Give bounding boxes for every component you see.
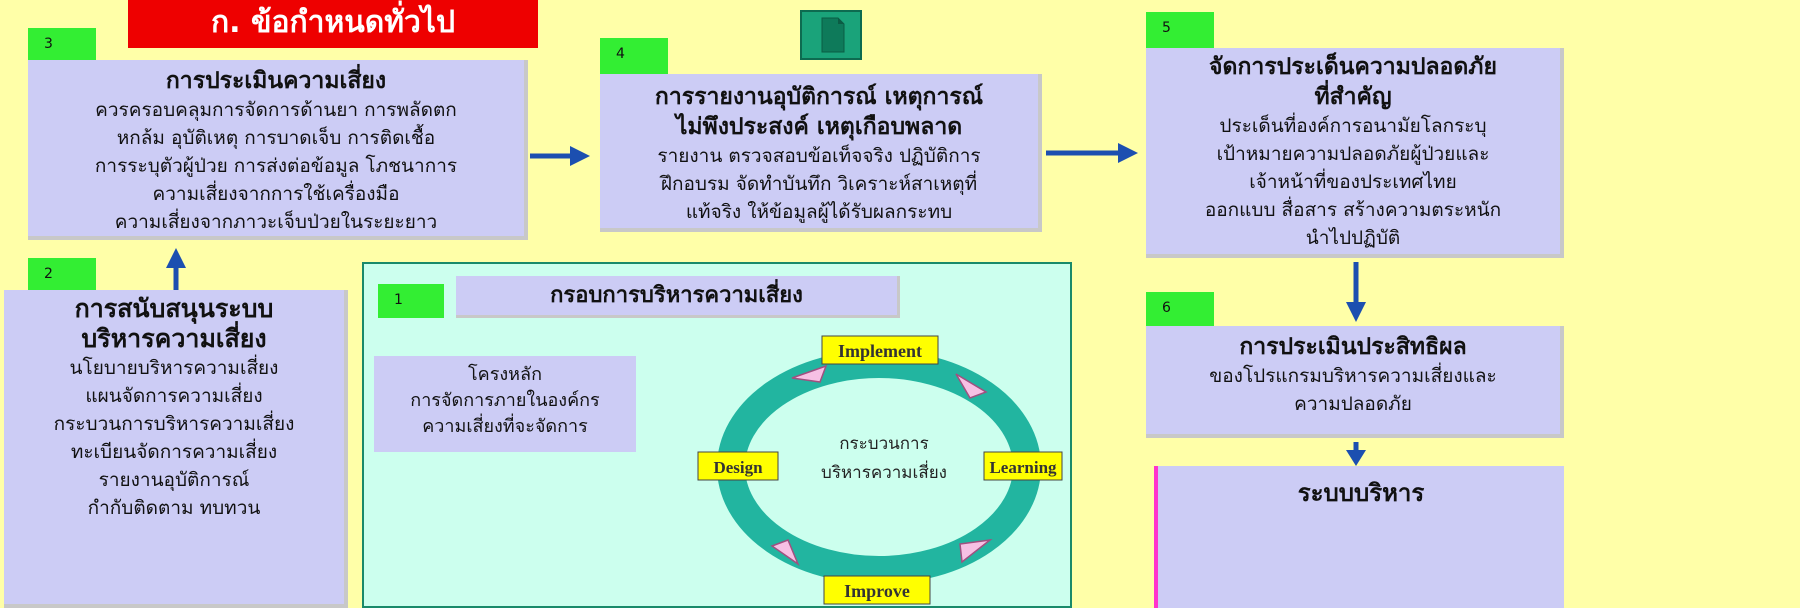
cycle-arrow (791, 364, 828, 383)
cycle-center-line: บริหารความเสี่ยง (821, 460, 947, 483)
text-line: รายงานอุบัติการณ์ (98, 469, 250, 491)
text-line: ความเสี่ยงจากการใช้เครื่องมือ (152, 183, 400, 205)
cycle-center-line: กระบวนการ (839, 434, 928, 454)
effectiveness-title: การประเมินประสิทธิผล (1239, 334, 1467, 360)
cycle-arrow (955, 373, 988, 399)
text-line: การจัดการภายในองค์กร (410, 390, 600, 411)
step-number-4: 4 (600, 38, 668, 74)
text-line: เจ้าหน้าที่ของประเทศไทย (1249, 171, 1457, 193)
arrow-5-to-6-head (1346, 302, 1366, 322)
arrow-6-to-system-head (1346, 450, 1366, 466)
risk-system-box: ระบบบริหาร (1154, 466, 1564, 608)
risk-system-title: ระบบบริหาร (1297, 479, 1425, 507)
safety-issues-title-line: ที่สำคัญ (1314, 84, 1392, 110)
cycle-label-left: Design (713, 458, 763, 477)
risk-assessment-title: การประเมินความเสี่ยง (165, 68, 387, 94)
text-line: ออกแบบ สื่อสาร สร้างความตระหนัก (1204, 199, 1502, 221)
text-line: ฝึกอบรม จัดทำบันทึก วิเคราะห์สาเหตุที่ (660, 173, 978, 195)
cycle-label-right: Learning (989, 458, 1057, 477)
framework-title: กรอบการบริหารความเสี่ยง (550, 283, 803, 308)
step-number-6: 6 (1146, 292, 1214, 326)
structure-box: โครงหลัก การจัดการภายในองค์กร ความเสี่ยง… (374, 356, 636, 452)
risk-support-box: การสนับสนุนระบบ บริหารความเสี่ยง นโยบายบ… (4, 290, 348, 608)
step-number-5: 5 (1146, 12, 1214, 48)
text-line: รายงาน ตรวจสอบข้อเท็จจริง ปฏิบัติการ (657, 145, 981, 167)
document-icon (800, 10, 862, 60)
incident-reporting-title-line: การรายงานอุบัติการณ์ เหตุการณ์ (654, 84, 984, 110)
text-line: นำไปปฏิบัติ (1305, 227, 1401, 249)
text-line: ประเด็นที่องค์การอนามัยโลกระบุ (1219, 115, 1487, 137)
text-line: แผนจัดการความเสี่ยง (85, 385, 263, 407)
text-line: ความเสี่ยงที่จะจัดการ (422, 416, 588, 437)
text-line: เป้าหมายความปลอดภัยผู้ป่วยและ (1216, 143, 1490, 165)
risk-support-title-line: การสนับสนุนระบบ (74, 294, 274, 323)
risk-cycle-diagram: Implement Learning Improve Design กระบวน… (697, 335, 1063, 605)
cycle-label-top: Implement (838, 341, 922, 361)
cycle-label-bottom: Improve (844, 581, 910, 601)
incident-reporting-title-line: ไม่พึงประสงค์ เหตุเกือบพลาด (675, 114, 963, 140)
framework-title-box: กรอบการบริหารความเสี่ยง (456, 276, 900, 318)
incident-reporting-box: การรายงานอุบัติการณ์ เหตุการณ์ ไม่พึงประ… (600, 74, 1042, 232)
header-banner: ก. ข้อกำหนดทั่วไป (128, 0, 538, 48)
text-line: ความปลอดภัย (1294, 393, 1412, 415)
risk-assessment-box: การประเมินความเสี่ยง ควรครอบคลุมการจัดกา… (28, 60, 528, 240)
text-line: นโยบายบริหารความเสี่ยง (69, 357, 279, 379)
text-line: การระบุตัวผู้ป่วย การส่งต่อข้อมูล โภชนาก… (94, 155, 458, 177)
text-line: กระบวนการบริหารความเสี่ยง (53, 413, 295, 435)
risk-support-title-line: บริหารความเสี่ยง (81, 324, 267, 353)
text-line: แท้จริง ให้ข้อมูลผู้ได้รับผลกระทบ (685, 201, 953, 223)
text-line: กำกับติดตาม ทบทวน (87, 497, 261, 519)
cycle-arrow (959, 538, 993, 564)
arrow-3-to-4-head (570, 146, 590, 166)
header-title: ก. ข้อกำหนดทั่วไป (210, 5, 456, 40)
effectiveness-box: การประเมินประสิทธิผล ของโปรแกรมบริหารควา… (1146, 326, 1564, 438)
text-line: ความเสี่ยงจากภาวะเจ็บป่วยในระยะยาว (114, 211, 438, 233)
step-number-1: 1 (378, 284, 444, 318)
arrow-4-to-5-head (1118, 143, 1138, 163)
framework-box: 1 กรอบการบริหารความเสี่ยง โครงหลัก การจั… (362, 262, 1072, 608)
text-line: ของโปรแกรมบริหารความเสี่ยงและ (1209, 365, 1497, 387)
step-number-2: 2 (28, 258, 96, 290)
safety-issues-title-line: จัดการประเด็นความปลอดภัย (1209, 54, 1497, 80)
text-line: ควรครอบคลุมการจัดการด้านยา การพลัดตก (95, 99, 457, 121)
step-number-3: 3 (28, 28, 96, 60)
arrow-2-to-3-head (166, 248, 186, 268)
text-line: โครงหลัก (468, 364, 542, 385)
text-line: หกล้ม อุบัติเหตุ การบาดเจ็บ การติดเชื้อ (116, 127, 436, 149)
text-line: ทะเบียนจัดการความเสี่ยง (70, 441, 278, 463)
cycle-arrow (770, 539, 800, 567)
safety-issues-box: จัดการประเด็นความปลอดภัย ที่สำคัญ ประเด็… (1146, 48, 1564, 258)
